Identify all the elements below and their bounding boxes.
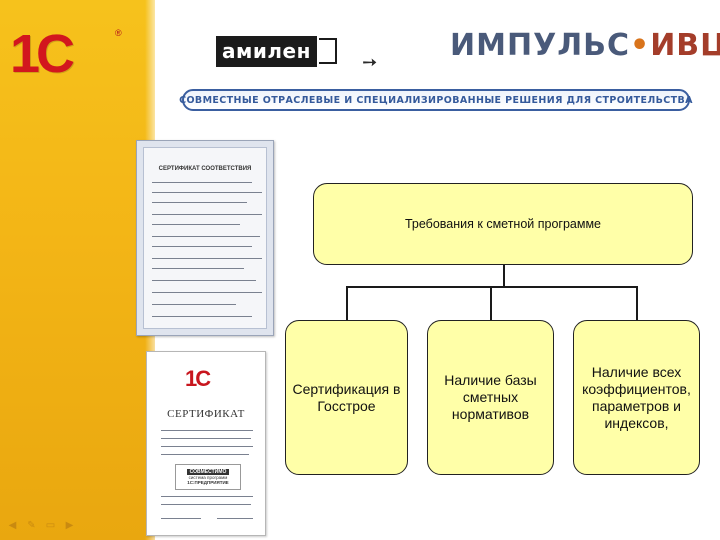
certificate-1c-image: 1С СЕРТИФИКАТ СОВМЕСТИМО система програм… bbox=[146, 351, 266, 536]
certificate-text-line bbox=[161, 438, 251, 439]
certificate-signature-line bbox=[161, 518, 201, 519]
diagram-child-label-3: Наличие всех коэффициентов, параметров и… bbox=[582, 363, 691, 431]
impuls-logo-dot: • bbox=[630, 28, 651, 63]
arrow-left-icon[interactable]: ◀ bbox=[8, 520, 17, 531]
certificate-gosstroy-image: СЕРТИФИКАТ СООТВЕТСТВИЯ bbox=[136, 140, 274, 336]
certificate-text-line bbox=[152, 202, 247, 203]
certificate-text-line bbox=[152, 304, 236, 305]
badge-top-text: СОВМЕСТИМО bbox=[186, 469, 230, 475]
logo-1c: 1С bbox=[10, 24, 75, 84]
certificate-text-line bbox=[152, 292, 262, 293]
amilen-logo-text: амилен bbox=[216, 35, 317, 67]
connector-child-2 bbox=[490, 286, 492, 320]
pencil-icon[interactable]: ✎ bbox=[27, 520, 36, 531]
certificate-text-line bbox=[152, 280, 256, 281]
menu-icon[interactable]: ▭ bbox=[45, 520, 56, 531]
arrow-right-icon[interactable]: ▶ bbox=[65, 520, 74, 531]
certificate-text-line bbox=[152, 192, 262, 193]
impuls-logo-part1: ИМПУЛЬС bbox=[450, 28, 630, 63]
diagram-child-box-2: Наличие базы сметных нормативов bbox=[427, 320, 554, 475]
certificate-signature-line bbox=[217, 518, 253, 519]
badge-bottom-text: 1С:ПРЕДПРИЯТИЕ bbox=[187, 480, 229, 485]
banner-tagline: СОВМЕСТНЫЕ ОТРАСЛЕВЫЕ И СПЕЦИАЛИЗИРОВАНН… bbox=[179, 89, 693, 111]
certificate-text-line bbox=[161, 454, 249, 455]
certificate-frame: СЕРТИФИКАТ СООТВЕТСТВИЯ bbox=[143, 147, 267, 329]
certificate-text-line bbox=[161, 504, 251, 505]
diagram-child-box-3: Наличие всех коэффициентов, параметров и… bbox=[573, 320, 700, 475]
connector-child-3 bbox=[636, 286, 638, 320]
amilen-logo: амилен bbox=[216, 35, 337, 67]
certificate-text-line bbox=[161, 446, 253, 447]
diagram-child-label-2: Наличие базы сметных нормативов bbox=[444, 372, 537, 422]
certificate-text-line bbox=[161, 496, 253, 497]
amilen-logo-mark bbox=[318, 38, 337, 64]
impuls-logo-part2: ИВЦ bbox=[650, 28, 720, 63]
certificate-text-line bbox=[152, 246, 252, 247]
impuls-ivc-logo: ИМПУЛЬС•ИВЦ bbox=[450, 28, 720, 63]
certificate-title: СЕРТИФИКАТ СООТВЕТСТВИЯ bbox=[158, 166, 252, 172]
certificate-text-line bbox=[152, 258, 262, 259]
certificate-1c-logo: 1С bbox=[185, 366, 211, 391]
logo-registered-mark: ® bbox=[115, 28, 122, 38]
diagram-child-label-1: Сертификация в Госстрое bbox=[292, 380, 401, 414]
connector-root-down bbox=[503, 265, 505, 287]
diagram-root-label: Требования к сметной программе bbox=[404, 217, 602, 231]
certificate-text-line bbox=[152, 316, 252, 317]
connector-horizontal bbox=[346, 286, 638, 288]
arrow-icon: ➚ bbox=[357, 49, 383, 75]
compatible-badge: СОВМЕСТИМО система программ 1С:ПРЕДПРИЯТ… bbox=[175, 464, 241, 490]
certificate-text-line bbox=[152, 224, 240, 225]
certificate-text-line bbox=[152, 182, 252, 183]
slide-navigation: ◀ ✎ ▭ ▶ bbox=[6, 520, 76, 531]
certificate-text-line bbox=[152, 214, 262, 215]
certificate-text-line bbox=[152, 268, 244, 269]
badge-mid-text: система программ bbox=[188, 475, 228, 480]
certificate-text-line bbox=[161, 430, 253, 431]
diagram-root-box: Требования к сметной программе bbox=[313, 183, 693, 265]
certificate-title: СЕРТИФИКАТ bbox=[167, 408, 245, 420]
certificate-text-line bbox=[152, 236, 260, 237]
connector-child-1 bbox=[346, 286, 348, 320]
diagram-child-box-1: Сертификация в Госстрое bbox=[285, 320, 408, 475]
